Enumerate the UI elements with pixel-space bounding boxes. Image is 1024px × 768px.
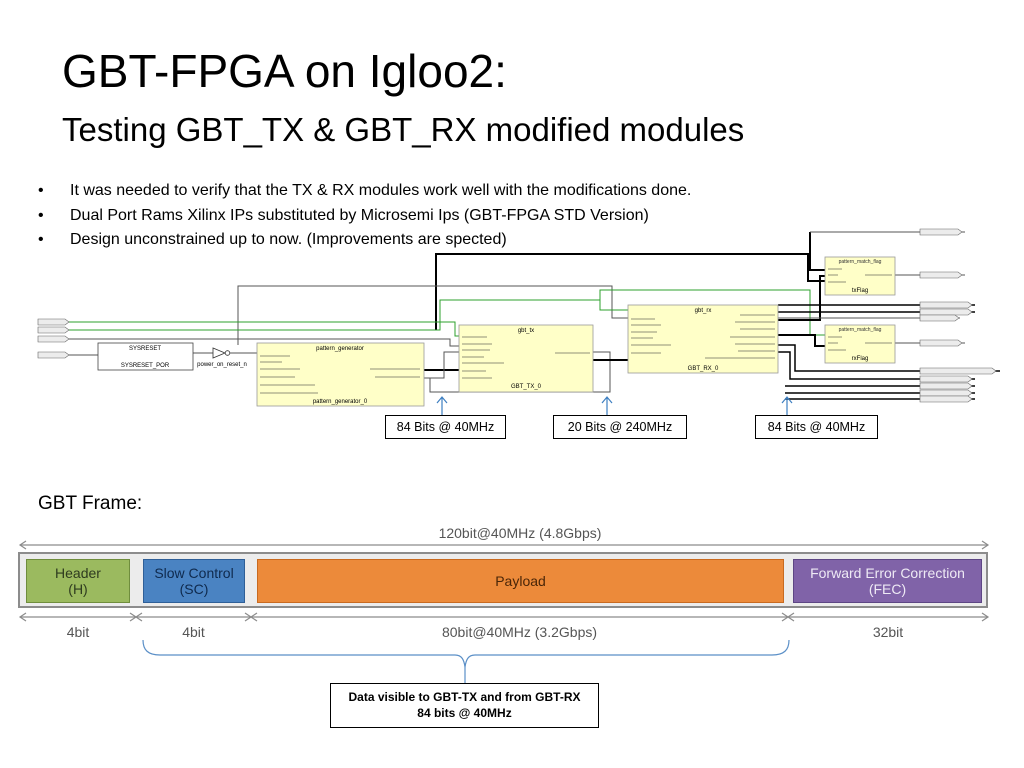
field-header-abbr: (H) <box>68 581 88 597</box>
power-on-reset-label: power_on_reset_n <box>197 362 247 368</box>
bullet-item: • Design unconstrained up to now. (Improv… <box>38 230 691 255</box>
field-payload: Payload <box>257 559 784 603</box>
field-sc-abbr: (SC) <box>179 581 209 597</box>
rx-flag-block: pattern_match_flag rxFlag <box>824 324 896 364</box>
pattern-generator-label: pattern_generator_0 <box>313 399 368 405</box>
pin-stubs <box>828 268 892 283</box>
frame-label: GBT Frame: <box>38 493 143 514</box>
payload-bits-label: 80bit@40MHz (3.2Gbps) <box>441 624 598 640</box>
bullet-item: • Dual Port Rams Xilinx IPs substituted b… <box>38 206 691 231</box>
total-bits-label: 120bit@40MHz (4.8Gbps) <box>438 525 602 541</box>
pattern-generator-block: pattern_generator pattern_generator_0 <box>256 342 425 407</box>
arrow-up-icon <box>436 396 448 415</box>
payload-brace <box>142 639 790 668</box>
io-ports <box>37 228 997 403</box>
fec-bits-label: 32bit <box>872 624 904 640</box>
field-fec-abbr: (FEC) <box>868 581 907 597</box>
pin-stubs <box>260 355 420 394</box>
rx-flag-header: pattern_match_flag <box>839 327 882 333</box>
bullet-item: • It was needed to verify that the TX & R… <box>38 181 691 206</box>
gbt-tx-header: gbt_tx <box>518 328 534 334</box>
pin-stubs <box>631 314 775 359</box>
bullet-text: It was needed to verify that the TX & RX… <box>70 182 692 199</box>
pin-stubs <box>828 336 892 351</box>
rate-arrows <box>436 396 793 415</box>
tx-flag-label: txFlag <box>852 288 868 294</box>
arrow-up-icon <box>601 396 613 415</box>
field-header: Header (H) <box>26 559 130 603</box>
rate-label-tx-input: 84 Bits @ 40MHz <box>385 415 506 439</box>
gbt-rx-label: GBT_RX_0 <box>688 366 719 372</box>
gbt-rx-header: gbt_rx <box>695 308 712 314</box>
page-title: GBT-FPGA on Igloo2: <box>62 45 507 97</box>
arrow-up-icon <box>781 396 793 415</box>
page-subtitle: Testing GBT_TX & GBT_RX modified modules <box>62 111 745 148</box>
sc-bits-label: 4bit <box>182 624 205 640</box>
bullet-text: Dual Port Rams Xilinx IPs substituted by… <box>70 206 649 224</box>
gbt-tx-block: gbt_tx GBT_TX_0 <box>458 324 594 393</box>
rate-label-rx-output: 84 Bits @ 40MHz <box>755 415 878 439</box>
note-line-1: Data visible to GBT-TX and from GBT-RX <box>348 690 581 704</box>
tx-flag-block: pattern_match_flag txFlag <box>824 256 896 296</box>
bullet-dot-icon: • <box>38 206 44 224</box>
header-bits-label: 4bit <box>66 624 90 640</box>
field-fec: Forward Error Correction (FEC) <box>793 559 982 603</box>
bullet-dot-icon: • <box>38 182 44 199</box>
visible-data-note: Data visible to GBT-TX and from GBT-RX 8… <box>330 683 599 728</box>
field-sc-name: Slow Control <box>154 565 234 581</box>
block-schematic: SYSRESET SYSRESET_POR power_on_reset_n p… <box>37 228 1000 415</box>
power-on-reset-inverter: power_on_reset_n <box>197 347 247 368</box>
bullet-dot-icon: • <box>38 231 44 248</box>
tx-flag-header: pattern_match_flag <box>839 259 882 265</box>
field-fec-name: Forward Error Correction <box>810 565 965 581</box>
gbt-rx-block: gbt_rx GBT_RX_0 <box>627 304 779 374</box>
gbt-tx-label: GBT_TX_0 <box>511 384 542 390</box>
bullet-list: • It was needed to verify that the TX & R… <box>38 181 691 255</box>
rx-flag-label: rxFlag <box>852 356 869 362</box>
pin-stubs <box>462 336 590 379</box>
field-slow-control: Slow Control (SC) <box>143 559 245 603</box>
sysreset-block: SYSRESET SYSRESET_POR <box>97 342 194 371</box>
sysreset-header: SYSRESET <box>129 346 161 352</box>
sysreset-label: SYSRESET_POR <box>121 363 170 369</box>
rate-label-serial: 20 Bits @ 240MHz <box>553 415 687 439</box>
note-line-2: 84 bits @ 40MHz <box>417 706 512 720</box>
pattern-generator-header: pattern_generator <box>316 346 364 352</box>
field-header-name: Header <box>55 565 101 581</box>
bullet-text: Design unconstrained up to now. (Improve… <box>70 231 507 248</box>
field-payload-name: Payload <box>495 573 546 589</box>
